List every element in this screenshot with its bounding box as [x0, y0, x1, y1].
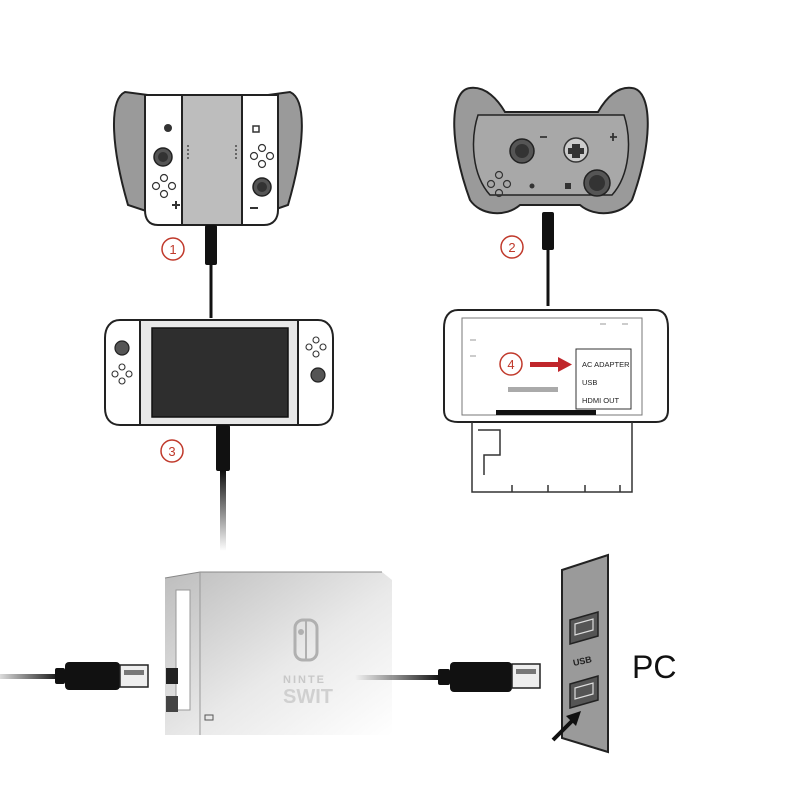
pc-port-label-usb: USB	[572, 654, 593, 668]
pc-side-panel: USB	[561, 553, 609, 754]
red-arrow	[530, 357, 572, 372]
pro-controller	[453, 86, 649, 215]
step-2-number: 2	[508, 240, 515, 255]
port-label-usb: USB	[582, 378, 597, 387]
switch-console	[104, 319, 334, 426]
pc-label: PC	[632, 649, 676, 685]
port-label-hdmi-out: HDMI OUT	[582, 396, 619, 405]
black-arrow	[551, 711, 581, 742]
dock-back-panel: AC ADAPTER USB HDMI OUT	[443, 309, 669, 493]
step-4-marker: 4	[499, 352, 523, 376]
switch-logo-icon	[293, 618, 319, 662]
left-usb-cable	[0, 662, 149, 690]
step-3-marker: 3	[160, 439, 184, 463]
switch-dock: NINTE SWIT	[164, 571, 392, 735]
step-4-number: 4	[507, 357, 514, 372]
grip-cable	[205, 225, 217, 318]
step-3-number: 3	[168, 444, 175, 459]
port-label-ac-adapter: AC ADAPTER	[582, 360, 630, 369]
step-1-number: 1	[169, 242, 176, 257]
joycon-grip	[113, 90, 303, 226]
controller-cable	[542, 212, 554, 306]
step-2-marker: 2	[500, 235, 524, 259]
dock-logo-line1: NINTE	[283, 674, 326, 686]
dock-logo-line2: SWIT	[283, 686, 333, 708]
step-1-marker: 1	[161, 237, 185, 261]
console-cable	[216, 425, 230, 551]
right-usb-cable	[355, 662, 541, 692]
